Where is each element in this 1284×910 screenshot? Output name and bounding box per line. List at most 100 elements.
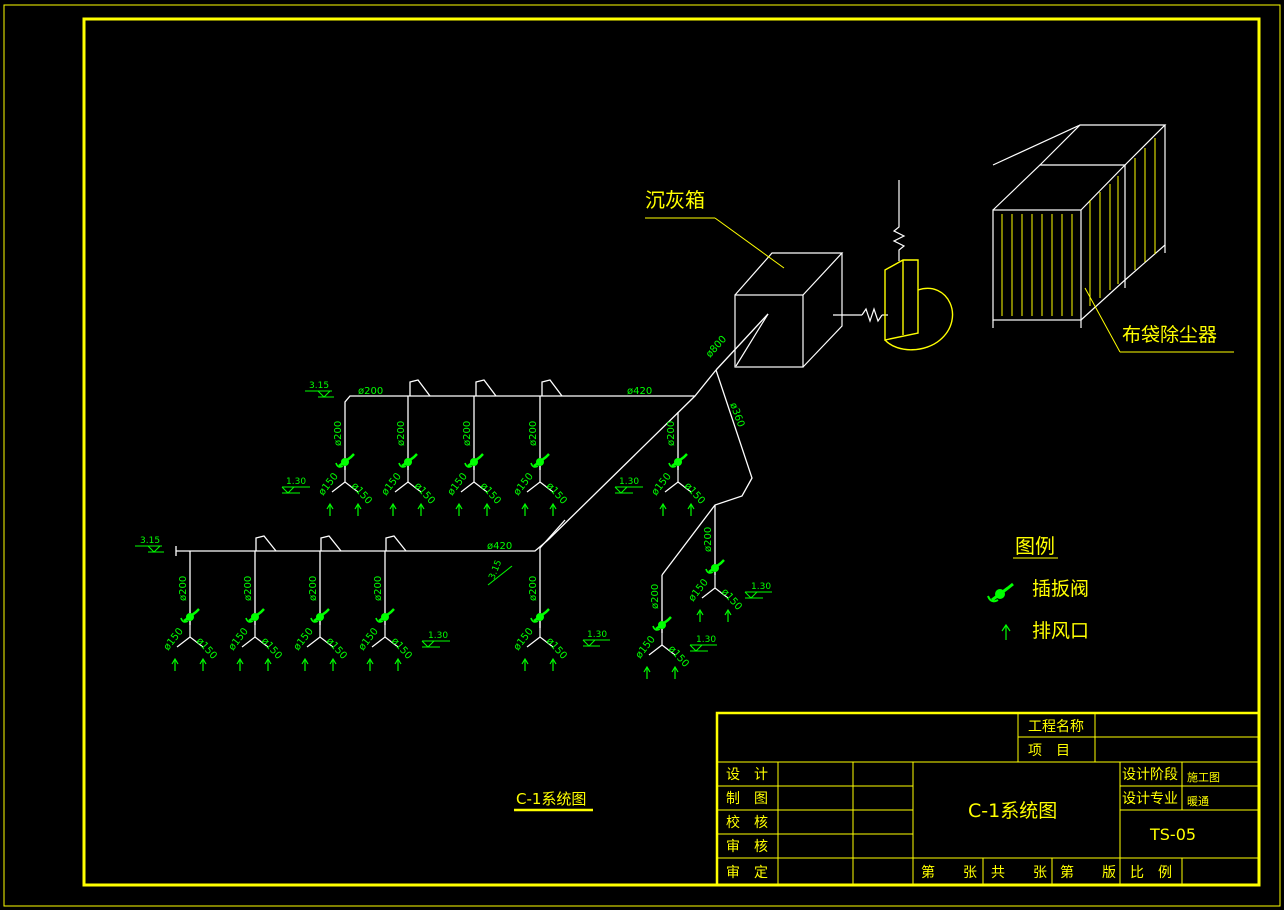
outlet-fork-right [714,587,729,599]
label-d150-left: ø150 [292,626,316,653]
label-d150-left: ø150 [380,471,404,498]
label-d200-branch: ø200 [243,576,254,601]
label-d150-left: ø150 [512,626,536,653]
dampers [180,453,725,631]
top-branches [407,379,563,470]
label-d200-branch: ø200 [528,421,539,446]
tb-role-design: 设 计 [726,767,768,783]
fan-outlet-duct [892,180,906,261]
bag-filter-label: 布袋除尘器 [1122,324,1217,346]
label-d150-right: ø150 [719,587,744,613]
tb-project-name: 工程名称 [1028,719,1084,735]
outlet-arrow-head [549,657,557,665]
label-d150-right: ø150 [349,481,374,507]
tb-stage-value: 施工图 [1187,771,1220,784]
outlet-fork-left [371,636,386,648]
outlet-fork-left [306,636,321,648]
label-d150-right: ø150 [194,636,219,662]
elev-branch-bottom-b: 1.30 [587,630,607,640]
elevation-symbols [135,390,772,652]
label-d420-bottom: ø420 [487,541,512,552]
elev-branch-top-left: 1.30 [286,477,306,487]
elevation-marks: 3.15 3.15 3.15 1.30 1.30 1.30 1.30 1.30 … [140,381,771,645]
tb-role-draw: 制 图 [726,791,768,807]
outlet-arrow-head [696,608,704,616]
outlet-arrow-head [301,657,309,665]
outlet-arrow-head [236,657,244,665]
elev-branch-top-right: 1.30 [619,477,639,487]
legend-title: 图例 [1015,534,1055,558]
label-d200-branch: ø200 [650,584,661,609]
outlet-fork-left [394,481,409,493]
label-d200-branch: ø200 [333,421,344,446]
fan-connector [833,307,888,323]
tb-discipline-label: 设计专业 [1122,791,1178,807]
label-d150-right: ø150 [544,481,569,507]
outlet-arrow-head [366,657,374,665]
bottom-branches [189,505,716,633]
label-d800: ø800 [704,334,729,360]
outlet-arrow-head [659,502,667,510]
outlet-fork-left [460,481,475,493]
outlet-fork-right [189,636,204,648]
tb-sheet: 第 张 [921,864,977,881]
outlet-fork-left [176,636,191,648]
outlet-arrow-head [643,665,651,673]
outlet-fork-right [407,481,422,493]
damper-icon [652,616,672,631]
title-block-text: 工程名称 项 目 设 计 制 图 校 核 审 核 审 定 C-1系统图 设计阶段… [726,719,1220,881]
label-d150-left: ø150 [357,626,381,653]
outlet-arrow-head [171,657,179,665]
label-d150-left: ø150 [317,471,341,498]
tb-role-review: 审 核 [726,839,768,855]
diagram-title: C-1系统图 [516,790,586,808]
label-d200-branch: ø200 [462,421,473,446]
outlet-arrow-head [329,657,337,665]
outlet-arrow-head [417,502,425,510]
outlet-fork-right [539,481,554,493]
outlet-fork-left [664,481,679,493]
outlet-fork-left [648,644,663,656]
label-d200-branch: ø200 [373,576,384,601]
outlet-arrow-head [687,502,695,510]
outlet-fork-right [539,636,554,648]
label-d150-left: ø150 [512,471,536,498]
settling-box [734,252,844,368]
title-block [715,711,1261,887]
label-d200-branch: ø200 [308,576,319,601]
label-d150-right: ø150 [544,636,569,662]
tb-total: 共 张 [991,865,1047,881]
tb-scale: 比 例 [1130,865,1172,881]
elev-branch-right-a: 1.30 [751,582,771,592]
elev-branch-bottom-a: 1.30 [428,631,448,641]
label-d200-branch: ø200 [396,421,407,446]
label-d150-left: ø150 [446,471,470,498]
outlet-arrow-icon [1001,623,1011,640]
outlet-fork-right [661,644,676,656]
label-d150-right: ø150 [412,481,437,507]
tb-role-approve: 审 定 [726,865,768,881]
tb-stage-label: 设计阶段 [1122,767,1178,783]
legend-outlet-label: 排风口 [1032,620,1089,642]
damper-icon [530,453,550,468]
damper-icon [705,559,725,574]
label-d150-left: ø150 [687,577,711,604]
label-d150-left: ø150 [650,471,674,498]
outlet-fork-right [254,636,269,648]
fan [884,259,954,351]
label-d150-left: ø150 [227,626,251,653]
outlet-fork-left [331,481,346,493]
outlet-fork-right [677,481,692,493]
outlet-fork-left [241,636,256,648]
outlet-fork-right [473,481,488,493]
outer-frame [3,4,1281,907]
outlet-arrow-head [264,657,272,665]
label-d200-branch: ø200 [703,527,714,552]
outlet-arrow-head [389,502,397,510]
outlet-fork-left [526,481,541,493]
settling-box-label: 沉灰箱 [645,188,705,212]
tb-role-check: 校 核 [726,814,768,831]
label-d200-branch: ø200 [666,421,677,446]
tb-drawing-name: C-1系统图 [968,800,1057,822]
